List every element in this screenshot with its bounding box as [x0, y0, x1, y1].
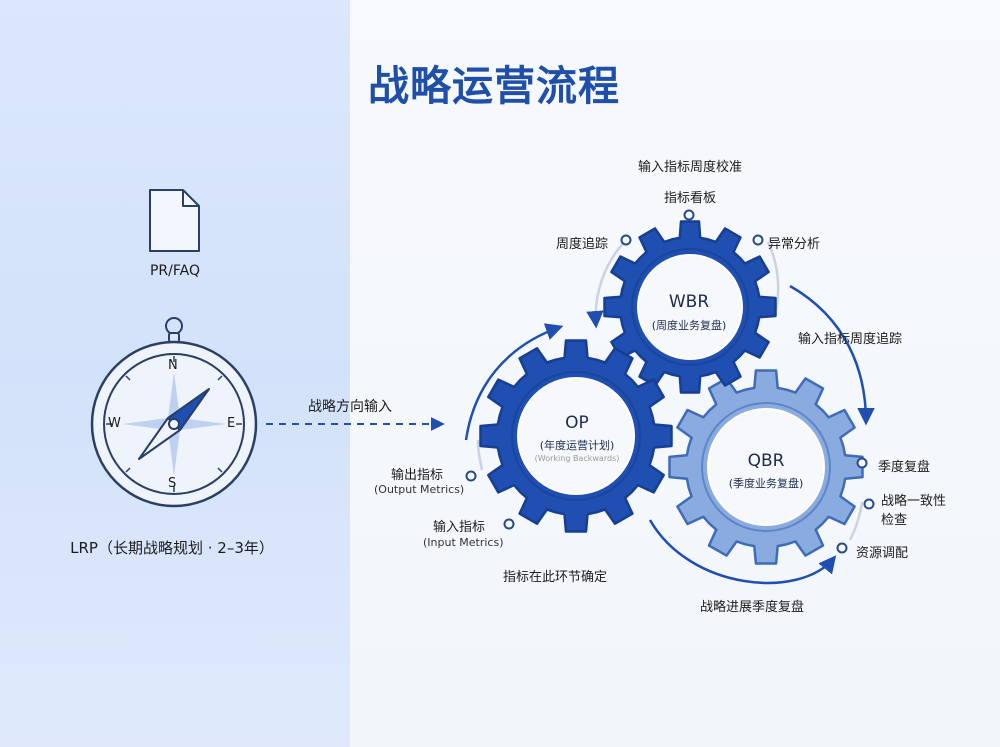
orbit-arcs [464, 239, 875, 585]
op-point-input: 输入指标 [433, 520, 486, 535]
point-dots [465, 209, 875, 554]
wbr-gear [603, 220, 777, 394]
compass-w-label: W [108, 416, 121, 431]
qbr-point-bottom: 战略进展季度复盘 [700, 600, 805, 615]
compass-n-label: N [168, 358, 178, 373]
op-gear-name: OP [565, 413, 589, 433]
qbr-gear [668, 369, 864, 565]
compass-icon [90, 317, 258, 508]
qbr-point-alignment-b: 检查 [881, 513, 908, 528]
compass-e-label: E [227, 416, 236, 431]
wbr-gear-desc: (周度业务复盘) [651, 319, 727, 332]
qbr-point-resources: 资源调配 [856, 546, 909, 561]
prfaq-label: PR/FAQ [149, 263, 201, 279]
op-point-bottom: 指标在此环节确定 [503, 570, 608, 585]
op-point-output-en: (Output Metrics) [374, 483, 465, 496]
document-icon [149, 189, 200, 252]
wbr-point-dashboard: 指标看板 [663, 191, 717, 206]
compass-s-label: S [168, 476, 177, 491]
qbr-gear-name: QBR [747, 451, 785, 471]
op-point-input-en: (Input Metrics) [423, 536, 504, 549]
wbr-point-weekly-tracking: 周度追踪 [556, 237, 609, 252]
gears-group [479, 220, 864, 565]
arrow-label: 战略方向输入 [308, 399, 392, 415]
page-title: 战略运营流程 [368, 62, 620, 110]
qbr-gear-desc: (季度业务复盘) [728, 477, 804, 490]
lrp-label: LRP（长期战略规划 · 2–3年） [70, 539, 274, 557]
op-point-output: 输出指标 [391, 468, 444, 483]
link-label: 输入指标周度追踪 [798, 332, 903, 347]
wbr-gear-name: WBR [668, 292, 710, 312]
op-gear-desc: (年度运营计划) [539, 439, 615, 452]
op-gear [479, 339, 673, 533]
wbr-point-anomaly: 异常分析 [768, 237, 821, 252]
qbr-point-review: 季度复盘 [878, 460, 931, 475]
wbr-point-calibration: 输入指标周度校准 [637, 160, 743, 175]
qbr-point-alignment-a: 战略一致性 [881, 494, 947, 509]
op-gear-sub: (Working Backwards) [534, 454, 620, 463]
